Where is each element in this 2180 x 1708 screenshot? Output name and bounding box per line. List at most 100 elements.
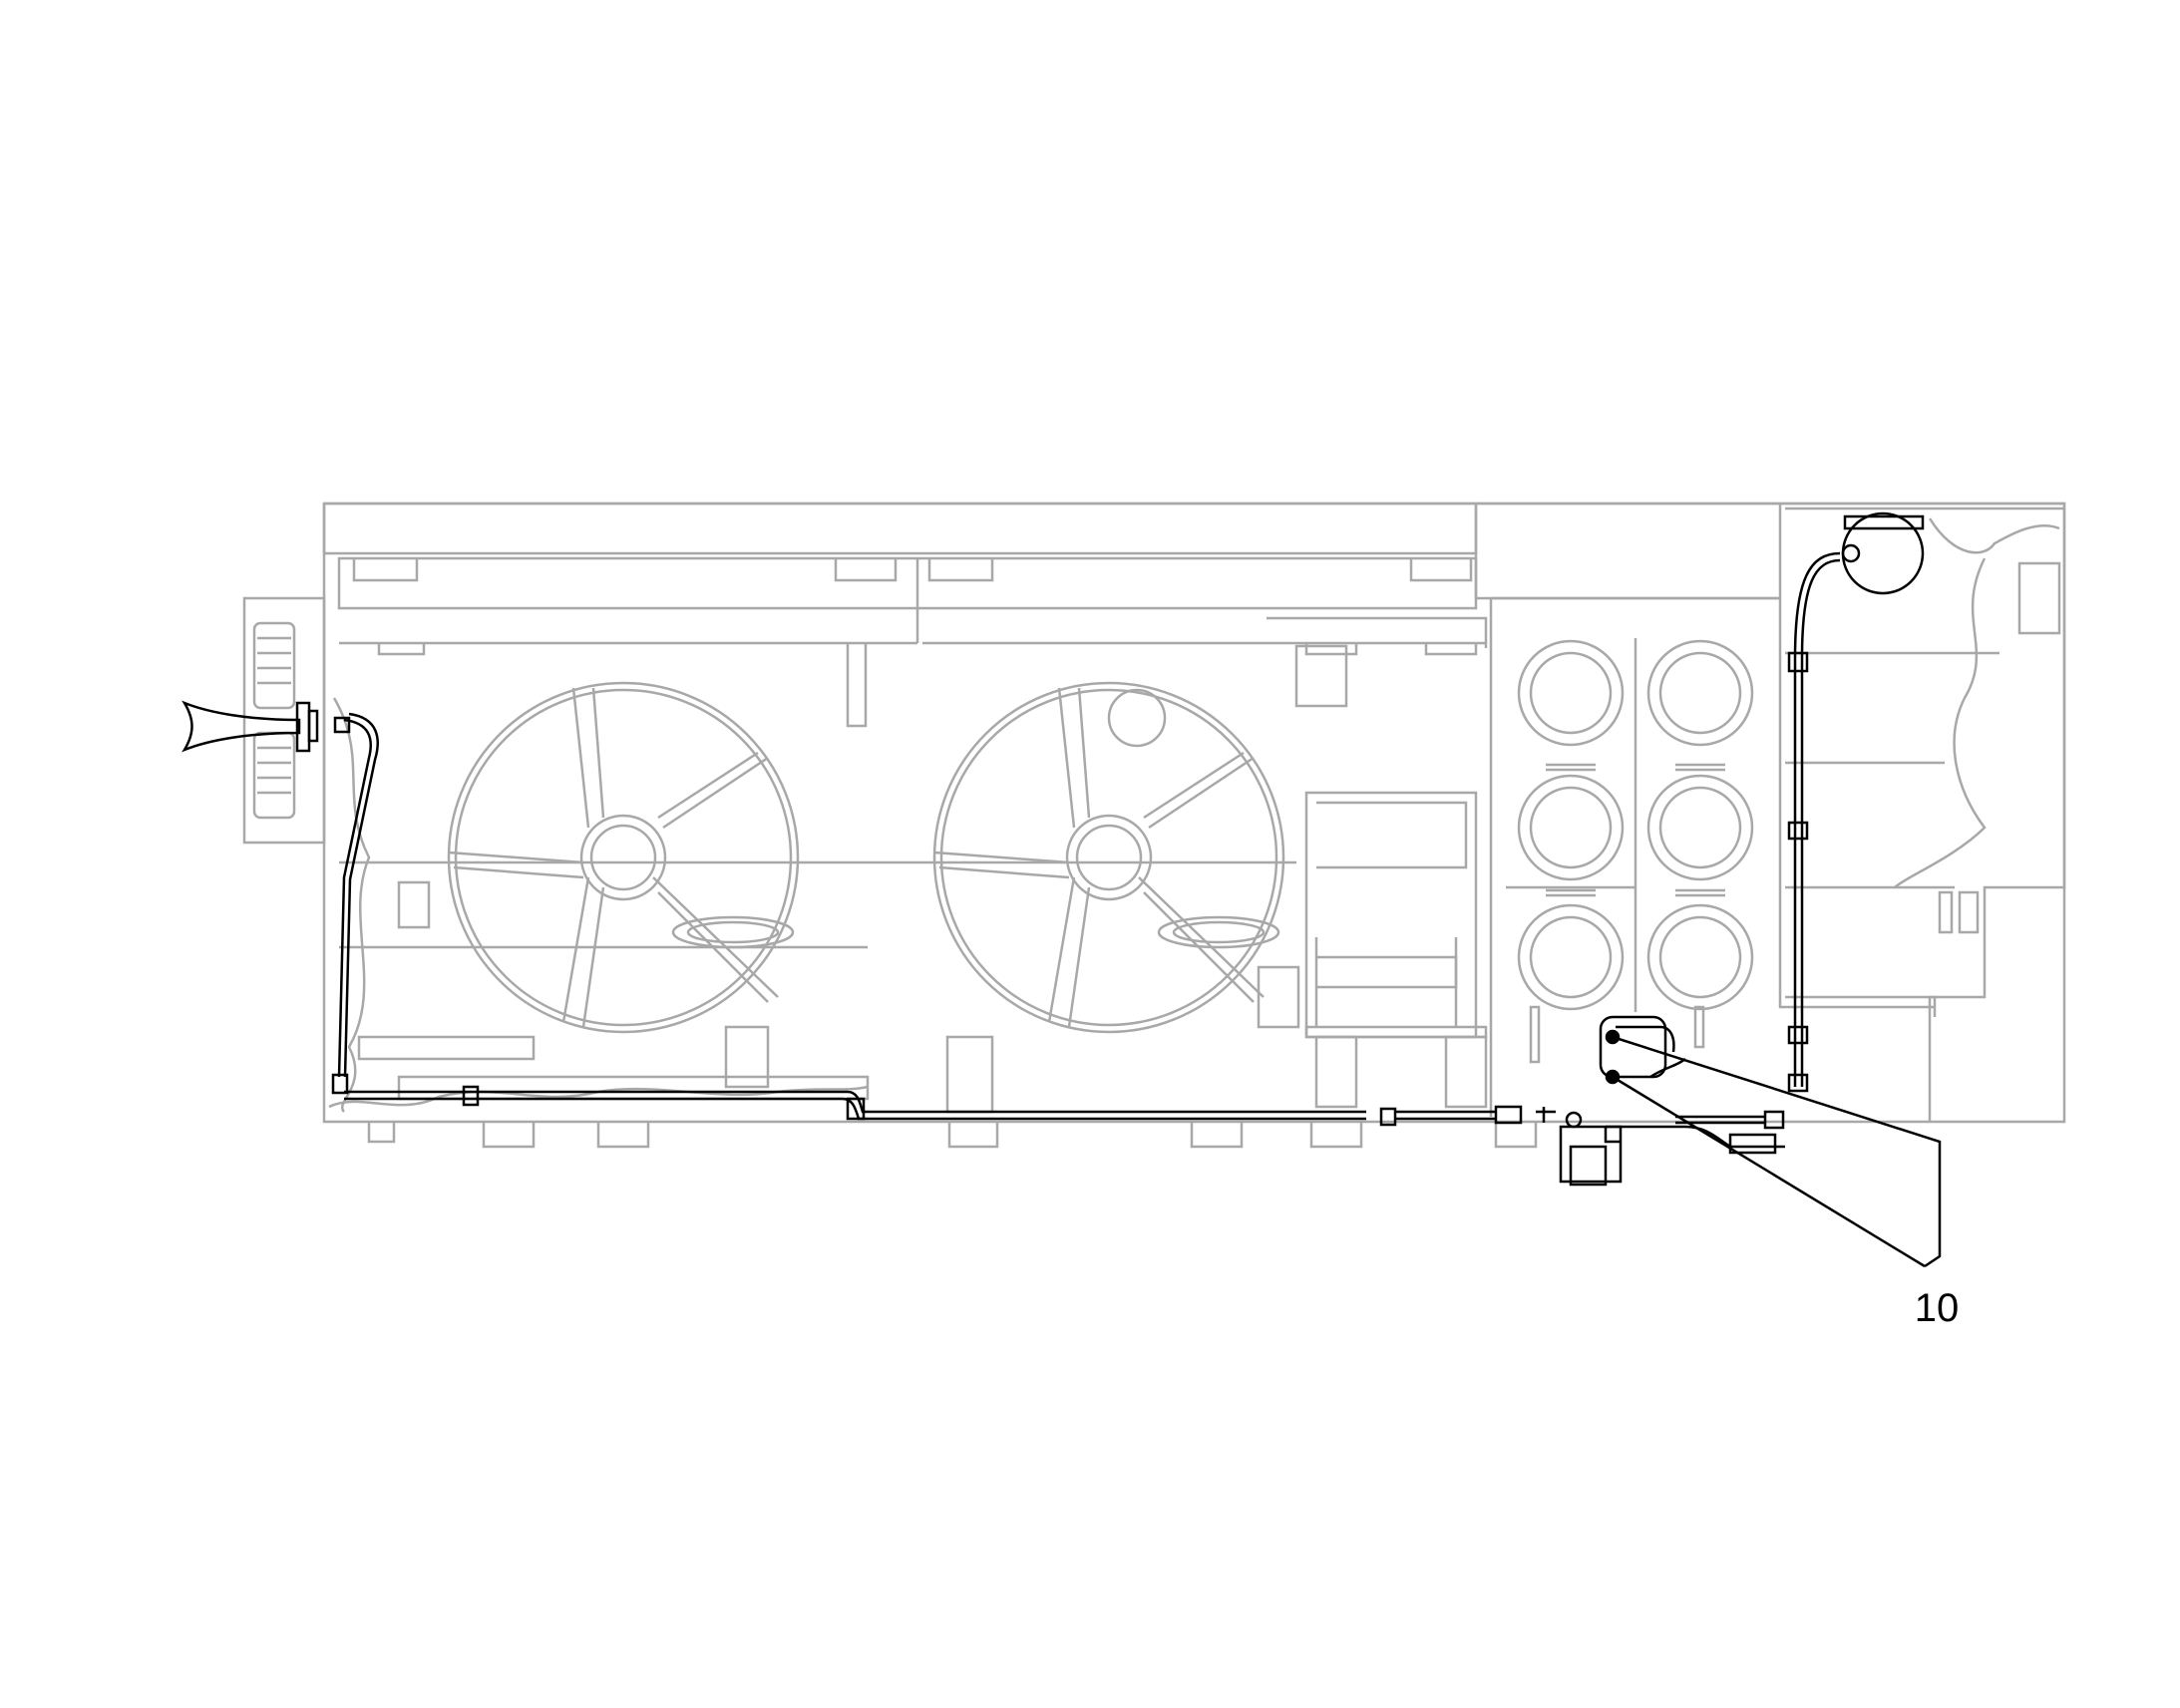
valve-fitting — [1763, 1110, 1785, 1130]
hose-fitting — [331, 1073, 349, 1095]
horn-hose — [337, 718, 372, 1078]
upper-bracket — [1409, 558, 1473, 582]
fan-blade — [448, 851, 584, 879]
filter-ring — [1517, 639, 1625, 747]
bottom-tab — [482, 1122, 536, 1149]
bottom-tab — [367, 1122, 396, 1144]
valve-port — [1605, 1029, 1621, 1045]
fan-hub-1-inner — [589, 824, 657, 891]
valve-body — [1559, 1125, 1623, 1184]
filter-ring — [1646, 903, 1754, 1011]
center-box-inner — [1316, 801, 1468, 869]
bottom-tab — [1494, 1122, 1538, 1149]
left-rail-block — [357, 1035, 536, 1061]
line-fitting — [1494, 1105, 1523, 1125]
horn-valve — [307, 709, 319, 743]
tank-port — [1841, 543, 1861, 563]
fan-shroud-2-inner — [939, 688, 1278, 1027]
lamp-lens-ribs — [257, 636, 291, 795]
center-box — [1304, 791, 1478, 1039]
valve-hose — [1649, 1058, 1686, 1079]
hose-clamp — [1787, 1025, 1809, 1045]
filter-ring — [1646, 639, 1754, 747]
line-clamp — [462, 1085, 480, 1107]
right-lower-plate — [1785, 995, 1937, 1017]
filter-ring — [1646, 774, 1754, 881]
valve-fitting — [1728, 1133, 1777, 1155]
fan-base-ring-2 — [1157, 915, 1280, 949]
left-side-bracket — [397, 880, 431, 929]
top-beam-lower — [337, 556, 1478, 610]
fan-blade — [933, 851, 1070, 879]
right-section-top — [1474, 504, 1780, 600]
filter-slot — [1693, 1005, 1705, 1049]
lamp-lens-lower — [252, 731, 296, 820]
fan-base-ring-1-inner — [686, 920, 780, 944]
fan-blade — [1057, 687, 1091, 829]
top-beam — [322, 502, 1478, 555]
filter-ring-inner — [1658, 786, 1742, 869]
hanger-tab — [846, 643, 868, 728]
lamp-lens-upper — [252, 621, 296, 710]
hanger-plate — [1294, 644, 1348, 708]
bottom-tab — [596, 1122, 650, 1149]
valve-port — [1565, 1111, 1583, 1129]
line-clamp — [1379, 1107, 1397, 1127]
fan-hub-2 — [1065, 814, 1153, 901]
fan-hub-1 — [579, 814, 667, 901]
filter-ring-inner — [1529, 651, 1613, 735]
hose-fitting — [333, 716, 351, 734]
callout-10 — [1607, 1031, 1942, 1268]
fan-blade — [561, 876, 605, 1028]
upper-bracket — [927, 558, 994, 582]
tank-bracket — [1843, 514, 1925, 530]
filter-ring-inner — [1529, 915, 1613, 999]
fan-2-cutout — [1107, 688, 1167, 748]
filter-ring-inner — [1529, 786, 1613, 869]
horn-hose-outer — [343, 712, 379, 1078]
line-clamp — [846, 1097, 866, 1121]
tear-line-lower — [1894, 557, 1987, 888]
right-upper-box — [1778, 504, 1935, 1009]
bottom-tear-line — [328, 1085, 869, 1109]
leader-line — [1612, 1075, 1926, 1268]
upper-bracket — [352, 558, 419, 582]
lower-plate-post — [1444, 1035, 1488, 1109]
valve-connector — [1604, 1127, 1621, 1144]
lower-plate — [1304, 1025, 1488, 1039]
right-section-outline — [1476, 502, 2066, 1122]
hose-clamp — [1787, 1073, 1809, 1093]
bottom-tabs — [367, 1122, 1538, 1149]
fan-blade — [1143, 751, 1255, 830]
center-bracket — [724, 1025, 770, 1089]
right-inner-frame — [1489, 596, 1780, 1117]
air-tank — [1841, 512, 1925, 595]
right-bracket — [1938, 890, 1954, 934]
valve-port — [1605, 1069, 1621, 1085]
fan-base-ring-2-inner — [1172, 920, 1266, 944]
center-box-post — [1314, 937, 1458, 1027]
right-plate — [2017, 561, 2061, 635]
tear-line-upper — [1928, 517, 2060, 554]
tank-hose — [1793, 551, 1841, 1087]
main-air-line-right — [1395, 1110, 1496, 1121]
fan-shroud-1-inner — [454, 688, 793, 1027]
left-tear-line — [332, 697, 371, 1113]
top-tabs — [377, 643, 1478, 656]
air-system-lines — [182, 512, 1925, 1187]
filter-ring-inner — [1658, 915, 1742, 999]
filter-frame-divider — [1506, 638, 1637, 1012]
bottom-tab — [947, 1122, 999, 1149]
fan-blade — [657, 751, 769, 830]
leader-line — [1612, 1035, 1942, 1268]
fan-hub-2-inner — [1075, 824, 1143, 891]
upper-bracket — [834, 558, 898, 582]
fan-blade — [1047, 876, 1091, 1028]
valve-outlet — [1616, 1025, 1675, 1053]
structure-drawing — [242, 502, 2066, 1149]
hose-clamp — [1787, 821, 1809, 841]
solenoid-block — [1569, 1145, 1608, 1187]
filter-ring — [1517, 774, 1625, 881]
control-valve — [1599, 1015, 1667, 1079]
center-box-shelf — [1316, 955, 1458, 989]
